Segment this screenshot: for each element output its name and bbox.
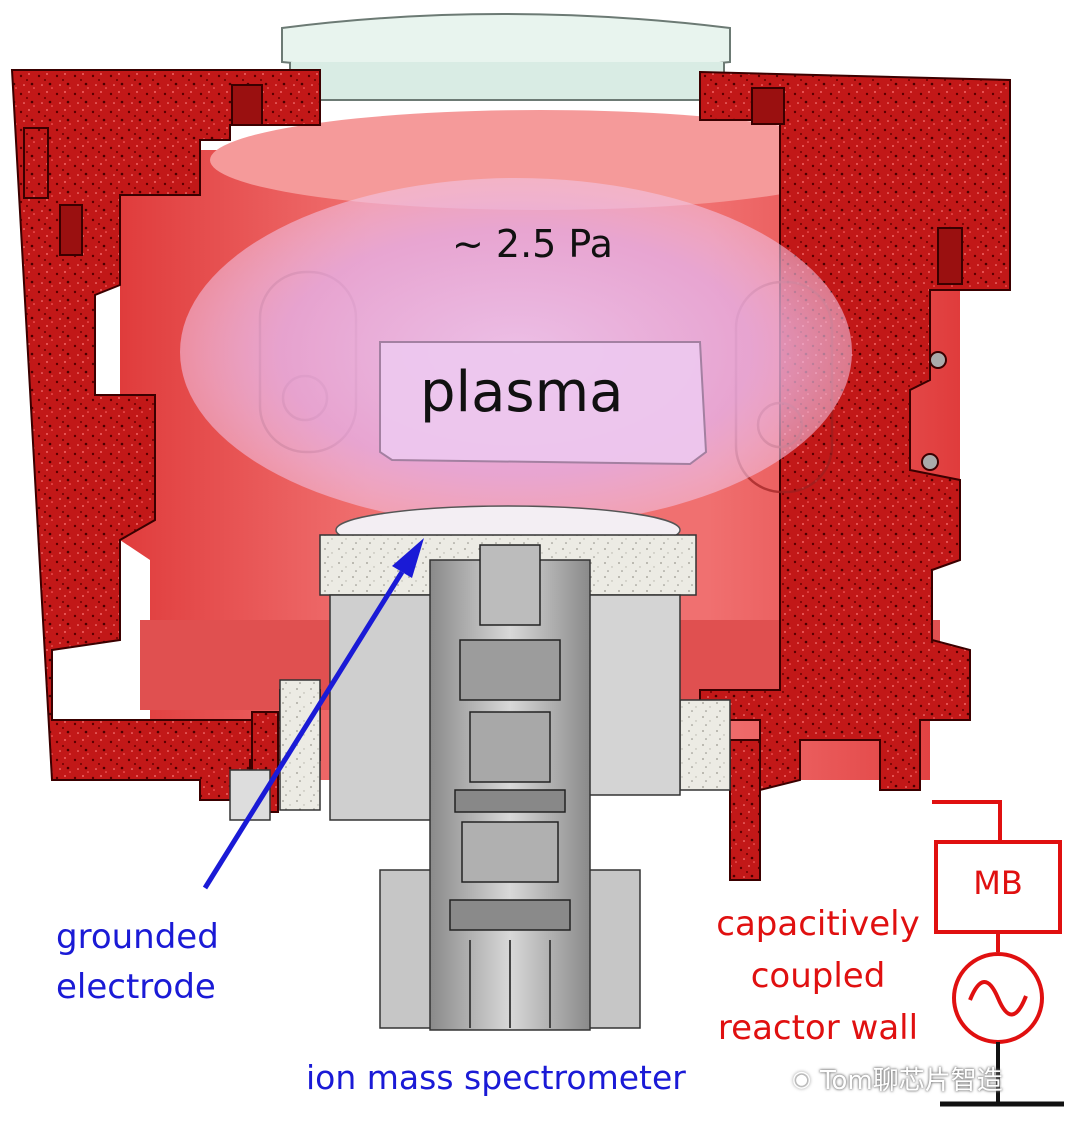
grounded-electrode-line2: electrode (56, 967, 216, 1007)
reactor-wall-line3: reactor wall (717, 1008, 919, 1048)
grounded-electrode-label: grounded electrode (56, 912, 219, 1012)
plasma-region (180, 178, 852, 526)
top-window (281, 13, 731, 101)
plasma-label: plasma (420, 360, 624, 425)
wechat-icon: ◉ (792, 1066, 812, 1091)
reactor-wall-label: capacitively coupled reactor wall (700, 898, 936, 1054)
reactor-wall-right (699, 70, 1011, 881)
ion-mass-spectrometer-label: ion mass spectrometer (306, 1058, 686, 1097)
rf-circuit (932, 800, 1064, 1107)
electrode-pointer-arrow (202, 538, 424, 890)
reactor-wall-line2: coupled (750, 956, 886, 996)
reactor-wall-line1: capacitively (716, 904, 920, 944)
grounded-electrode-line1: grounded (56, 917, 219, 957)
matchbox-label: MB (973, 864, 1023, 902)
pressure-label: ~ 2.5 Pa (452, 222, 613, 266)
watermark-text: Tom聊芯片智造 (820, 1066, 1003, 1096)
